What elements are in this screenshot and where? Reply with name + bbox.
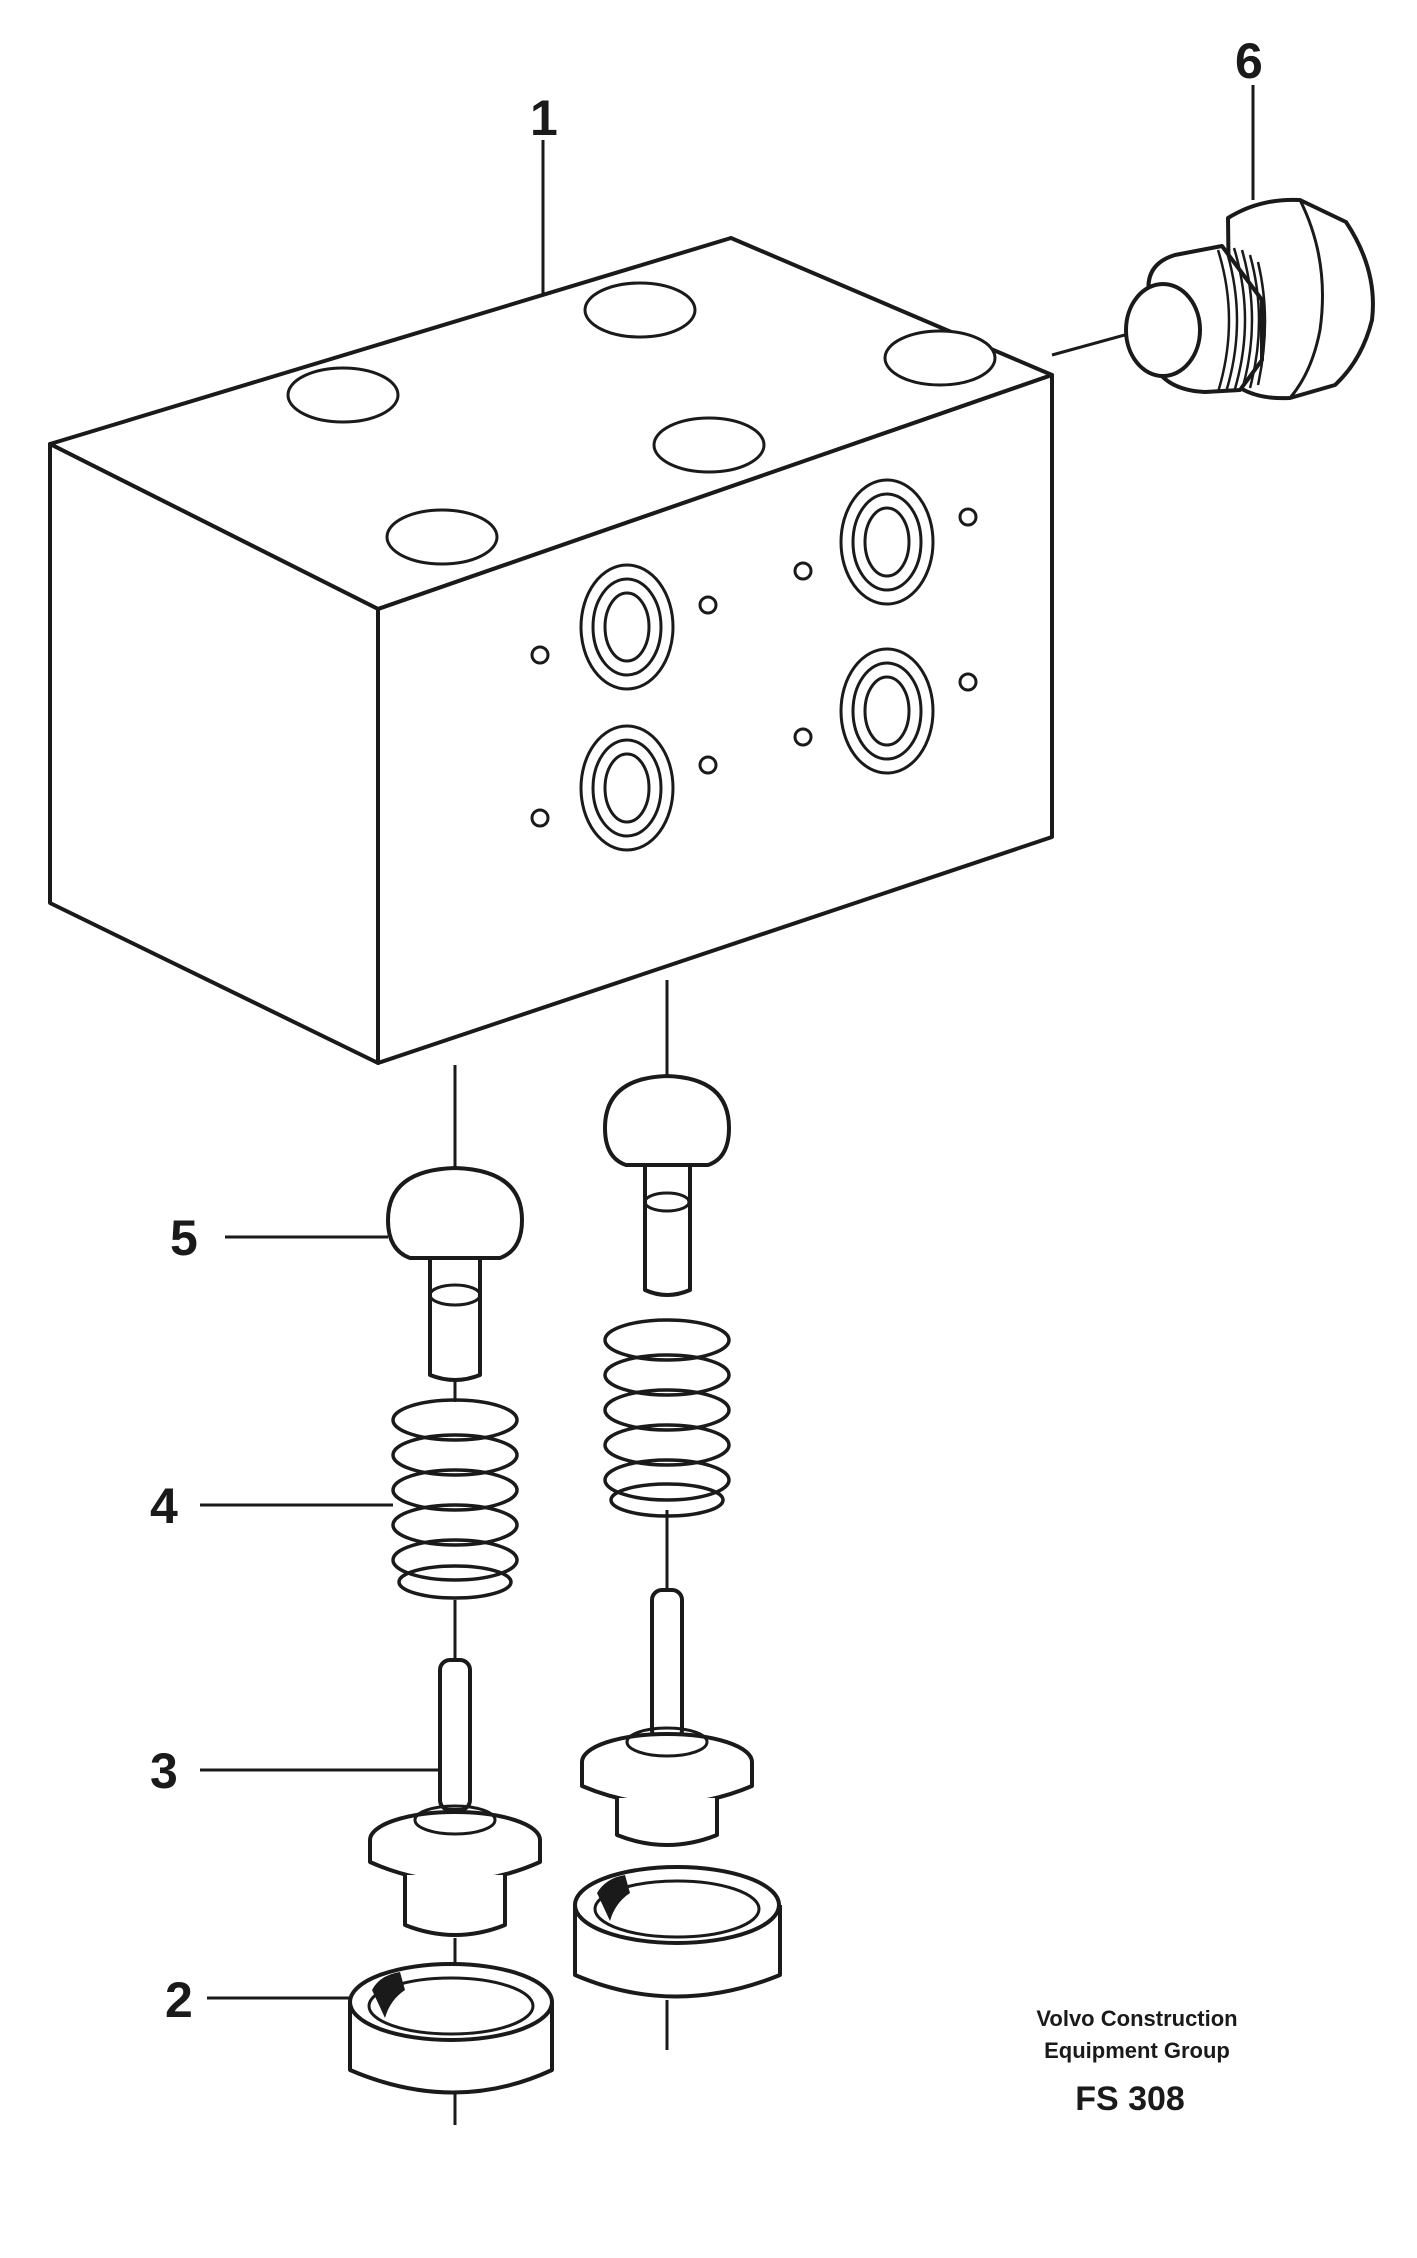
callout-5: 5 [170,1210,198,1266]
callout-1: 1 [530,90,558,146]
poppet-icon [603,1074,731,1297]
figure-code: FS 308 [1075,2080,1185,2118]
seal-cup-icon [348,1962,554,2095]
plug-icon [1051,197,1375,401]
valve-seat-icon [580,1588,754,1847]
callout-6: 6 [1235,33,1263,89]
spring-icon [391,1398,519,1600]
spring-icon [603,1318,731,1518]
callout-4: 4 [150,1478,178,1534]
callout-2: 2 [165,1972,193,2028]
poppet-icon [386,1166,524,1382]
valve-block-icon [48,236,1054,1065]
credit-line-2: Equipment Group [1044,2038,1230,2063]
credit-line-1: Volvo Construction [1036,2006,1237,2031]
valve-seat-icon [368,1658,542,1937]
callout-3: 3 [150,1743,178,1799]
seal-cup-icon [573,1865,782,1999]
